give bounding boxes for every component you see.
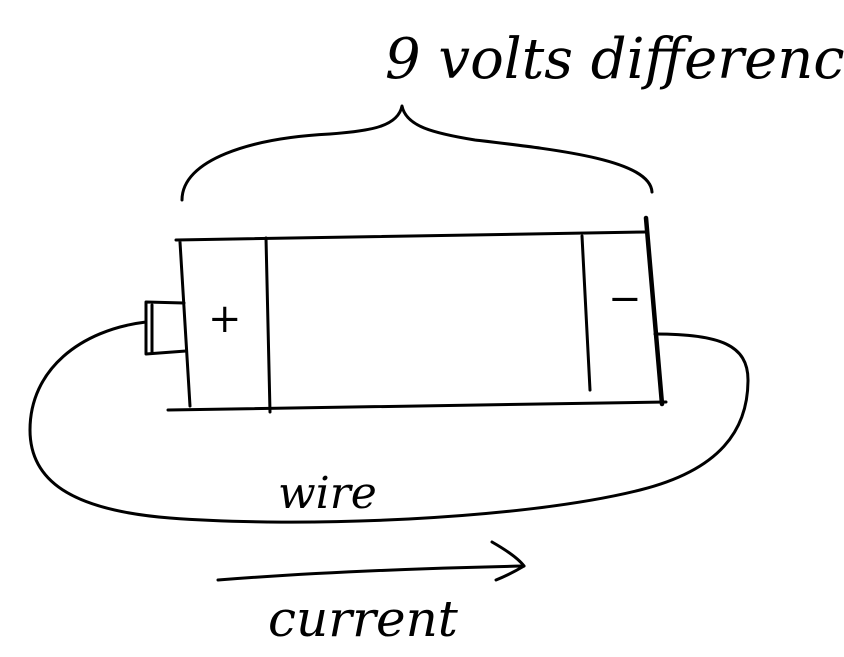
- positive-terminal-sign: +: [208, 296, 242, 342]
- battery-positive-band-line: [264, 236, 272, 414]
- wire: [28, 320, 750, 524]
- positive-terminal-nub: [144, 300, 188, 356]
- current-arrow-head: [490, 540, 526, 582]
- current-label: current: [268, 590, 459, 648]
- current-arrow: [216, 564, 526, 582]
- battery-negative-band-line: [580, 234, 592, 392]
- voltage-brace: [180, 104, 654, 202]
- battery-negative-end: [643, 215, 665, 407]
- voltage-label: 9 volts difference: [385, 27, 844, 92]
- battery-body: [166, 230, 668, 412]
- wire-label: wire: [278, 468, 377, 519]
- negative-terminal-sign: −: [608, 276, 642, 322]
